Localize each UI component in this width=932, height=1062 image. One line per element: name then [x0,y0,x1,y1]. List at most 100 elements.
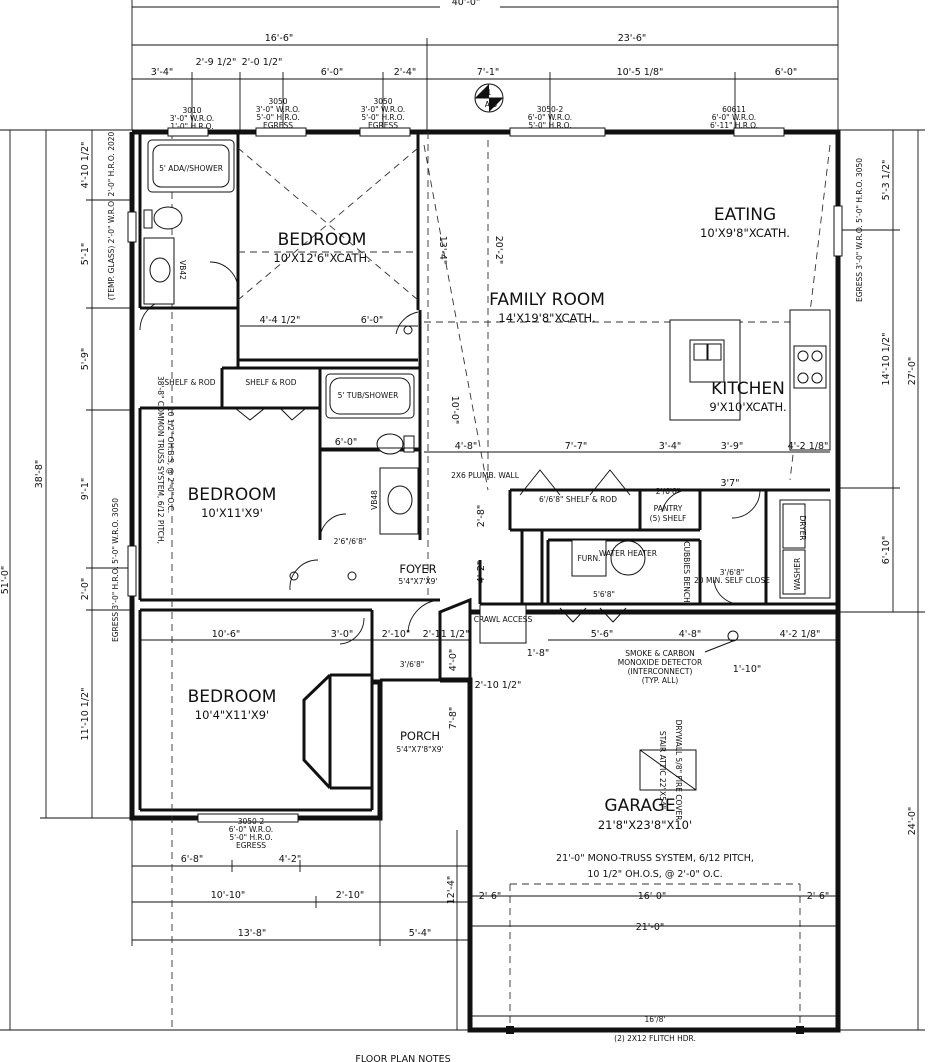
window-tag-line: 3050-2 [537,105,564,114]
interior-dim: 13'-4" [437,236,448,265]
dim-top-row-5: 2'-4" [394,67,417,78]
interior-dim: 4'-2 1/8" [780,629,821,640]
dim-bottom-3a: 13'-8" [238,928,267,939]
interior-dim: 3'7" [720,478,739,489]
window-tag-line: 5'-0" H.R.O. [256,113,299,122]
interior-dim: 5'-6" [591,629,614,640]
truss-note-house-2: 10 1/2" OH.B.S, @ 2'-0" O.C. [166,407,175,513]
window-tag-line: EGRESS [236,841,266,850]
interior-dim: 5'6'8" [593,590,615,599]
pantry-shelf-label: (5) SHELF [650,514,687,523]
dim-right-2: 14'-10 1/2" [881,333,892,386]
interior-dim: 4'-2" [476,561,487,584]
garage-entry-door: 3'/6'8" [720,568,744,577]
interior-dimensions: 4'-4 1/2" 6'-0" 6'-0" 4'-8" 7'-7" 3'-4" … [140,236,838,729]
dryer-icon [782,503,806,549]
dim-top-total: 40'-0" [452,0,481,8]
window-tag-line: 3050-2 [238,817,265,826]
section-mark-ref: A-5 [485,100,498,109]
interior-dim: 4'-4 1/2" [260,315,301,326]
minor-labels: 5' ADA//SHOWER 5' TUB/SHOWER SHELF & ROD… [156,164,807,1062]
closet-shelf-rod: 6'/6'8" SHELF & ROD [539,495,617,504]
cubbies-label: CUBBIES BENCH [682,541,691,602]
smoke-note-2: MONOXIDE DETECTOR [618,658,702,667]
window-tag-egress-left: EGRESS 3'-0" H.R.O. 5'-0" W.R.O. 3050 [111,498,120,642]
window-tag-line: EGRESS [263,121,293,130]
window-tag-line: 5'-0" H.R.O. [229,833,272,842]
interior-dim: 4'-8" [455,441,478,452]
floor-plan-notes-title: FLOOR PLAN NOTES [355,1054,450,1062]
pantry-label: PANTRY [654,504,683,513]
dim-right-3: 6'-10" [881,536,892,565]
room-name-kitchen: KITCHEN [711,379,785,399]
right-dimension-lines [838,129,925,1031]
room-name-eating: EATING [714,205,776,225]
room-size-foyer: 5'4"X7'X9' [399,577,438,586]
interior-dim: 4'-2 1/8" [788,441,829,452]
window-tag-line: 5'-0" H.R.O. [361,113,404,122]
smoke-note-1: SMOKE & CARBON [625,649,695,658]
section-mark-number: 1 [487,88,492,97]
room-size-garage: 21'8"X23'8"X10' [598,818,692,832]
dim-top-row-6: 7'-1" [477,67,500,78]
window-tag-line: 3050 [268,97,287,106]
self-close-note: 20 MIN. SELF CLOSE [694,576,770,585]
vanity-label-2: VB48 [370,490,379,510]
dim-right-total: 27'-0" [907,357,918,386]
truss-note-garage-2: 10 1/2" OH.O.S, @ 2'-0" O.C. [587,869,722,880]
dim-right-garage: 24'-0" [907,807,918,836]
smoke-note-4: (TYP. ALL) [642,676,679,685]
top-dimension-lines [131,0,839,130]
room-name-garage: GARAGE [604,796,675,816]
shelf-rod-label-1: SHELF & ROD [164,378,215,387]
room-size-kitchen: 9'X10'XCATH. [709,400,786,414]
dim-left-house: 38'-8" [34,460,45,489]
shelf-rod-label-2: SHELF & ROD [245,378,296,387]
room-size-porch: 5'4"X7'8"X9' [396,745,443,754]
dim-bottom-2b: 2'-10" [336,890,365,901]
interior-dim: 4'-8" [679,629,702,640]
dim-top-row-1: 3'-4" [151,67,174,78]
furnace-icon [571,539,607,577]
laundry-fixtures [479,499,831,644]
room-name-bedroom-3: BEDROOM [188,687,277,707]
window-tag-line: 6'-0" W.R.O. [528,113,572,122]
dim-bottom-1a: 6'-8" [181,854,204,865]
window-tag-line: 6'-0" W.R.O. [712,113,756,122]
toilet-icon [153,206,183,230]
crawl-access-label: CRAWL ACCESS [474,615,533,624]
dim-left-6: 11'-10 1/2" [80,688,91,741]
room-size-family: 14'X19'8"XCATH. [498,311,595,325]
dim-top-left: 16'-6" [265,33,294,44]
interior-dim: 1'-10" [733,664,762,675]
toilet-icon-2 [376,433,404,455]
dim-top-row-3: 2'-0 1/2" [242,57,283,68]
interior-dim: 3'-4" [659,441,682,452]
window-tag-line: EGRESS [368,121,398,130]
tub-shower-label: 5' TUB/SHOWER [338,391,399,400]
interior-dim: 10'-6" [212,629,241,640]
front-door-label: 3'/6'8" [400,660,424,669]
truss-note-garage: 21'-0" MONO-TRUSS SYSTEM, 6/12 PITCH, [556,853,754,864]
washer-icon [782,549,806,595]
window-tag-bottom: 3050-2 6'-0" W.R.O. 5'-0" H.R.O. EGRESS [229,817,273,850]
washer-label: WASHER [793,558,802,591]
dim-right-1: 5'-3 1/2" [881,160,892,201]
dim-top-right: 23'-6" [618,33,647,44]
window-tag-egress-right: EGRESS 3'-0" W.R.O. 5'-0" H.R.O. 3050 [855,158,864,302]
window-tag-line: 6'-11" H.R.O. [710,121,758,130]
dim-left-total: 51'-0" [0,566,11,595]
dim-left-1: 4'-10 1/2" [80,142,91,189]
room-name-porch: PORCH [400,729,440,743]
room-size-bedroom-2: 10'X11'X9' [201,506,263,520]
interior-dim: 4'-0" [448,649,459,672]
interior-dim: 2'-10 1/2" [475,680,522,691]
attic-note: STAIR ATTIC 22"X54" [658,731,667,809]
dim-garage-door-right: 2'-6" [807,891,830,902]
dim-garage-left: 12'-4" [446,876,457,905]
plumb-wall-label: 2X6 PLUMB. WALL [451,471,520,480]
furnace-label: FURN. [577,554,600,563]
window-tag-line: 1'-0" H.R.O. [170,122,213,131]
dim-left-2: 5'-1" [80,243,91,266]
garage-door-width: 16'-0" [638,891,667,902]
